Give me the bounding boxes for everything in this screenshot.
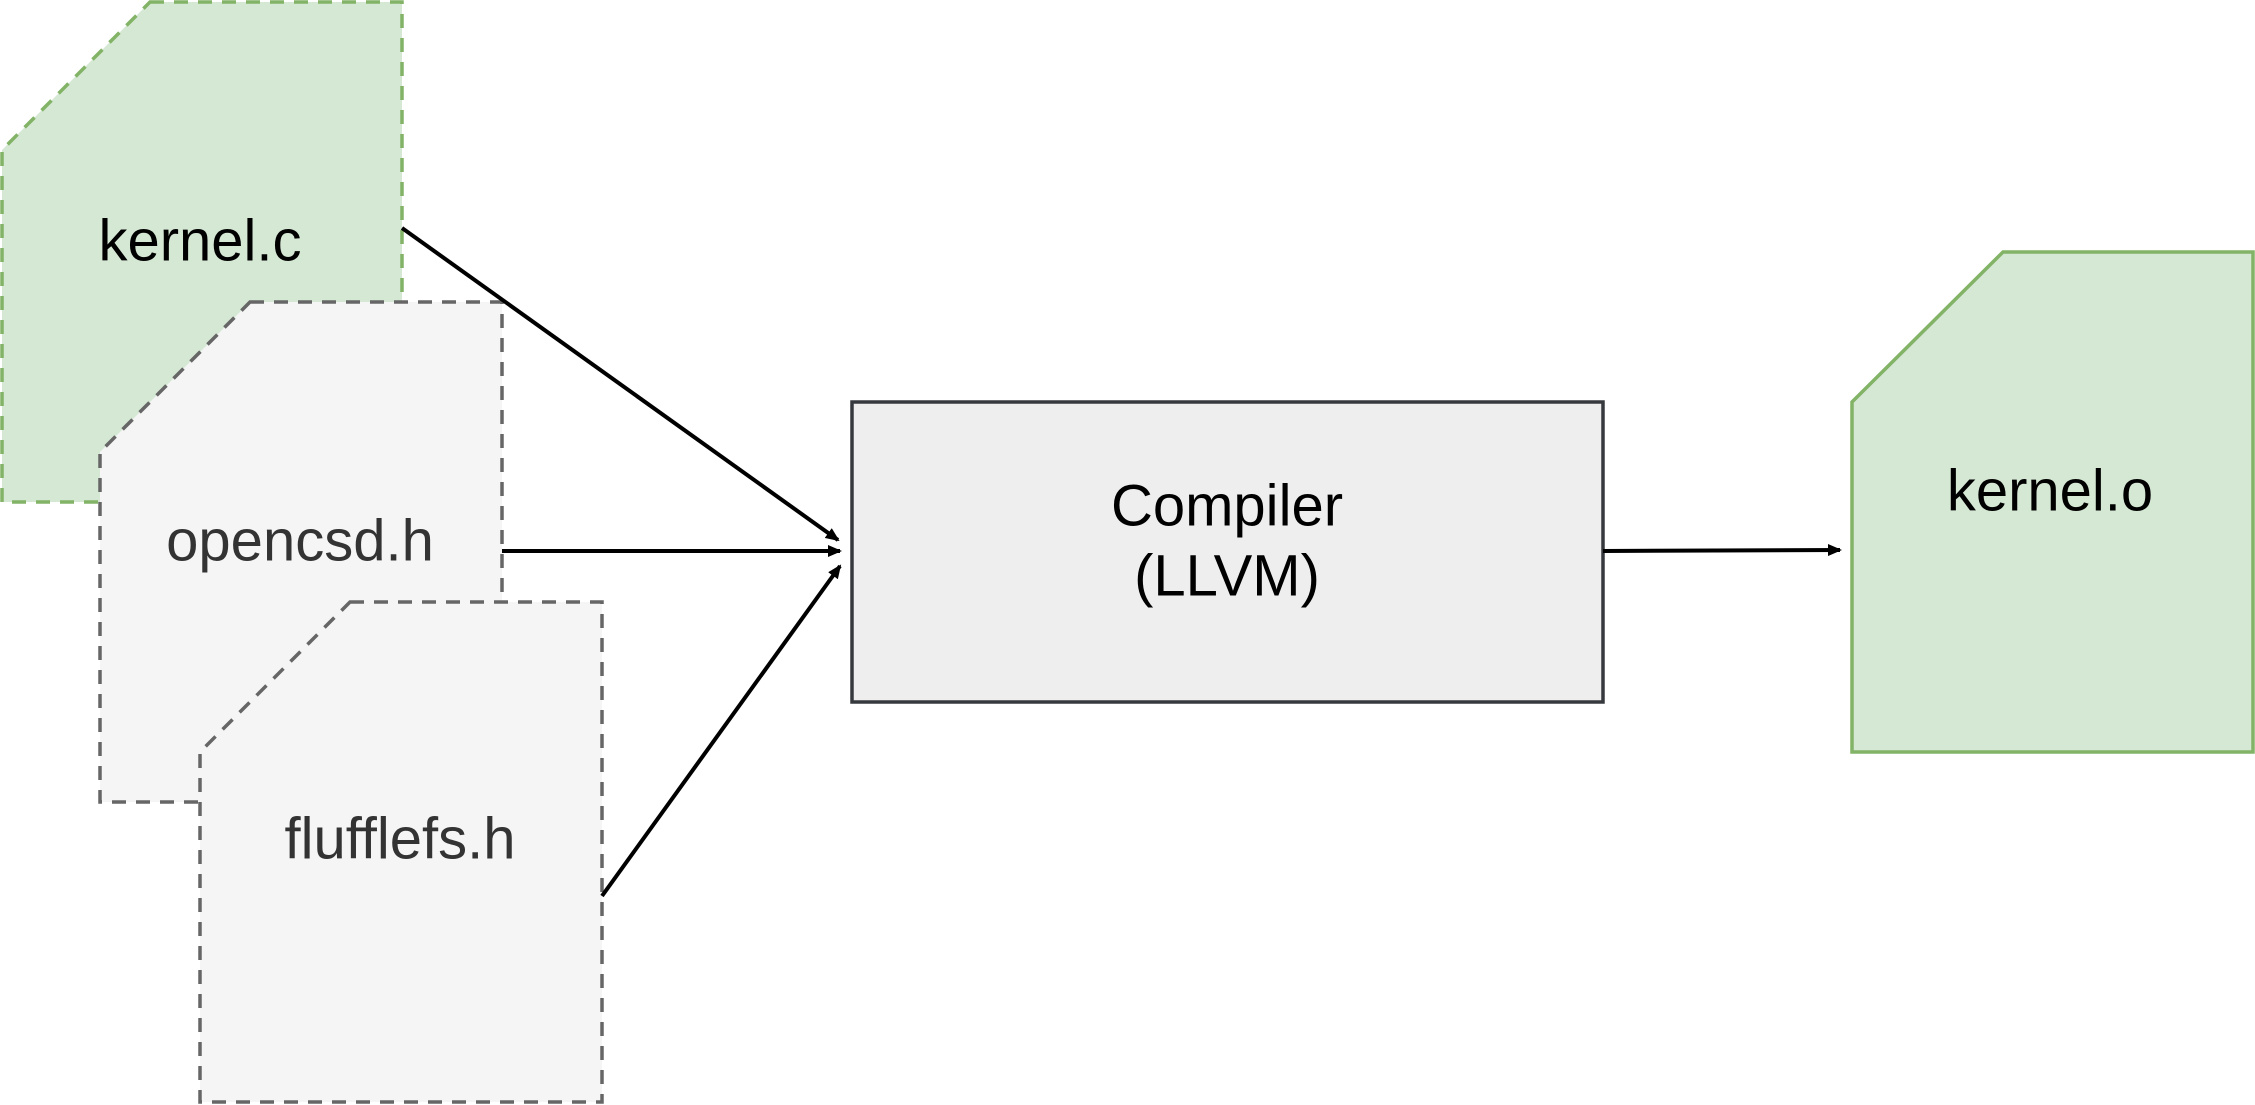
edge-flufflefs-h-to-compiler [600, 564, 842, 898]
flufflefs-h-card-shape [198, 600, 604, 1104]
kernel-o-label: kernel.o [1947, 458, 2153, 523]
compiler-node[interactable]: Compiler (LLVM) [850, 400, 1605, 704]
kernel-o-card-shape [1850, 250, 2255, 754]
kernel-o-node[interactable]: kernel.o [1850, 250, 2255, 754]
flufflefs-h-node[interactable]: flufflefs.h [198, 600, 604, 1104]
compiler-label-line1: Compiler [1111, 473, 1343, 538]
opencsd-h-label: opencsd.h [166, 508, 434, 573]
compiler-box [850, 400, 1605, 704]
edge-compiler-to-kernel-o [1602, 544, 1842, 557]
kernel-c-label: kernel.c [98, 208, 301, 273]
edge-kernel-c-to-compiler [400, 226, 840, 542]
flufflefs-h-label: flufflefs.h [284, 806, 515, 871]
compiler-label-line2: (LLVM) [1134, 543, 1320, 608]
